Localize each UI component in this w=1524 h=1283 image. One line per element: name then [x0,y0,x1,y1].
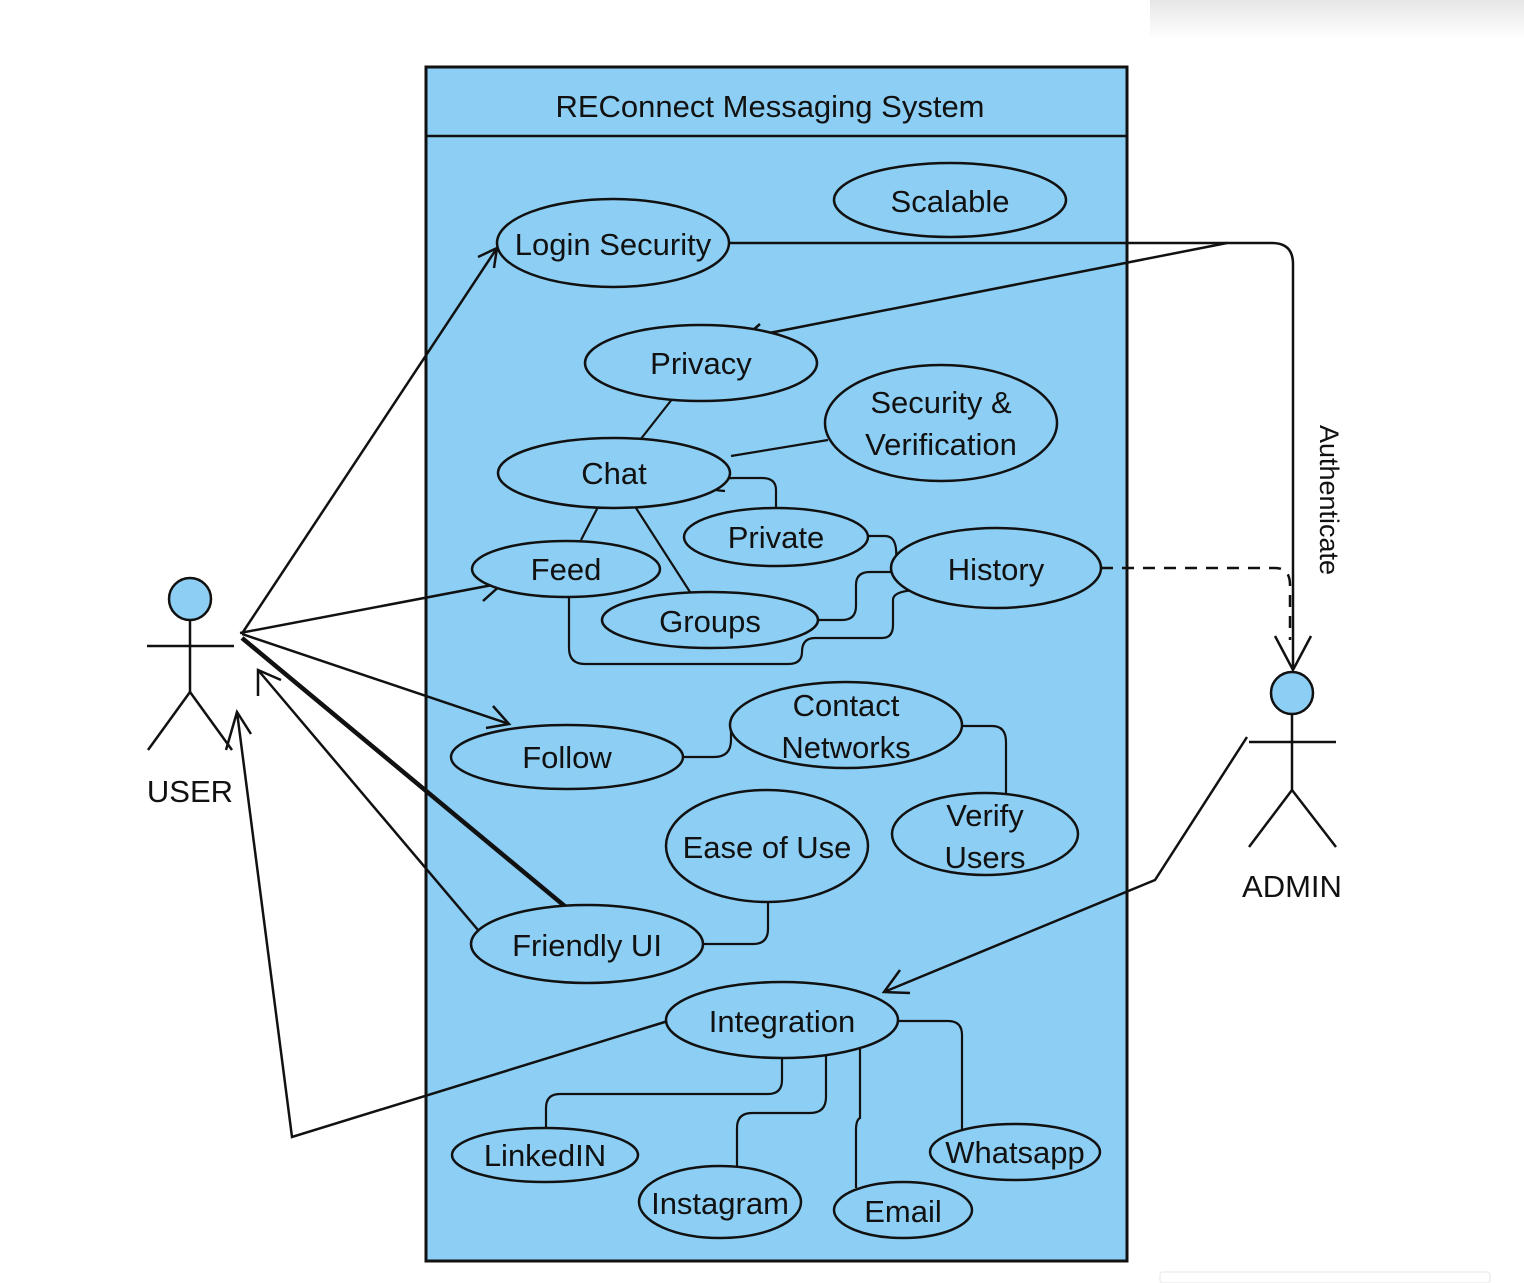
link-integration-instagram [735,1052,828,1170]
admin-actor[interactable]: ADMIN [1242,670,1342,904]
arrowhead-integration [881,969,911,995]
uc-instagram-label: Instagram [651,1186,789,1221]
uc-privacy-label: Privacy [650,346,752,381]
assoc-user-friendlyui-bold [240,636,569,910]
user-actor[interactable]: USER [147,576,234,809]
uc-security-label-1: Security & [870,385,1012,420]
uc-verify-users[interactable]: Verify Users [890,791,1080,877]
user-label: USER [147,774,233,809]
link-chat-groups [635,507,691,593]
uc-groups[interactable]: Groups [600,590,820,650]
assoc-user-login [241,247,499,633]
link-friendly-ease [703,902,770,946]
dashed-history-admin [1101,566,1292,640]
uc-ease-label: Ease of Use [683,830,852,865]
admin-label: ADMIN [1242,869,1342,904]
authenticate-label: Authenticate [1314,425,1344,575]
uc-security-verification[interactable]: Security & Verification [823,363,1059,483]
assoc-login-admin [729,241,1295,670]
background-shade [1150,0,1524,40]
uc-instagram[interactable]: Instagram [637,1164,803,1240]
uc-login-security-label: Login Security [515,227,712,262]
uc-feed[interactable]: Feed [470,539,662,599]
assoc-admin-privacy [743,241,1228,340]
arrowhead-admin [1273,635,1313,673]
uc-verify-label-1: Verify [946,798,1024,833]
assoc-friendlyui-user [257,669,479,931]
uc-security-label-2: Verification [865,427,1017,462]
link-integration-email [854,1047,862,1188]
uc-friendly-ui[interactable]: Friendly UI [469,903,705,985]
link-chat-security [730,438,829,458]
bottom-artifact [1159,1271,1491,1283]
link-integration-linkedin [544,1058,784,1130]
uc-groups-label: Groups [659,604,761,639]
uc-linkedin[interactable]: LinkedIN [450,1126,640,1184]
uc-follow-label: Follow [522,740,612,775]
uc-contact-label-1: Contact [793,688,900,723]
user-head-icon [167,576,213,622]
uc-email-label: Email [864,1194,942,1229]
uc-contact-networks[interactable]: Contact Networks [728,680,964,770]
uc-privacy[interactable]: Privacy [583,323,819,403]
uc-private-label: Private [728,520,824,555]
assoc-integration-user [235,711,669,1139]
uc-verify-label-2: Users [945,840,1026,875]
uc-whatsapp[interactable]: Whatsapp [928,1122,1102,1182]
arrowhead-user-friendly [256,668,282,696]
uc-linkedin-label: LinkedIN [484,1138,606,1173]
link-privacy-chat [639,397,674,441]
uc-contact-label-2: Networks [781,730,910,765]
arrowhead-follow [485,705,512,730]
admin-head-icon [1269,670,1315,716]
uc-scalable-label: Scalable [891,184,1010,219]
uc-whatsapp-label: Whatsapp [945,1135,1085,1170]
uc-ease-of-use[interactable]: Ease of Use [664,788,870,904]
link-chat-feed [580,506,599,541]
arrowhead-user-integration [224,708,253,751]
uc-history[interactable]: History [889,526,1103,610]
link-contact-verify [961,724,1008,796]
uc-chat[interactable]: Chat [496,436,732,510]
link-follow-contact [683,722,733,759]
link-groups-history [818,570,893,622]
assoc-admin-integration [883,736,1249,994]
uc-login-security[interactable]: Login Security [495,197,731,289]
link-feed-history [567,588,923,666]
link-integration-whatsapp [897,1019,964,1136]
uc-integration[interactable]: Integration [664,980,900,1060]
uc-scalable[interactable]: Scalable [832,161,1068,239]
uc-chat-label: Chat [581,456,647,491]
uc-follow[interactable]: Follow [449,723,685,791]
uc-integration-label: Integration [709,1004,856,1039]
system-title: REConnect Messaging System [555,89,984,124]
uc-friendly-label: Friendly UI [512,928,662,963]
uc-feed-label: Feed [531,552,602,587]
uc-private[interactable]: Private [682,506,870,568]
uc-email[interactable]: Email [832,1180,974,1240]
assoc-user-feed [239,581,504,635]
assoc-user-follow [241,632,510,726]
uc-history-label: History [948,552,1045,587]
